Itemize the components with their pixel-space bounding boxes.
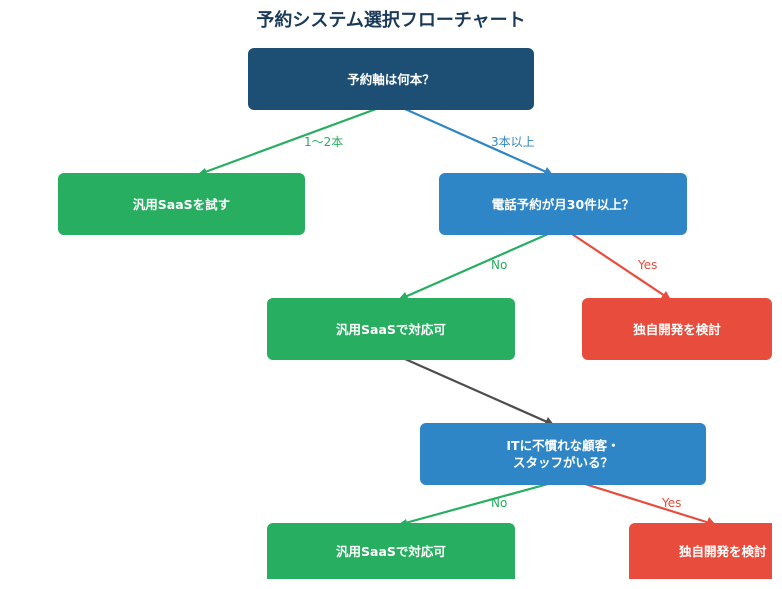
edge-it-yes <box>584 482 717 527</box>
edge-root-to-phone-q <box>404 107 554 177</box>
node-phone-question: 電話予約が月30件以上？ <box>439 173 687 235</box>
node-it-question: ITに不慣れな顧客・ スタッフがいる？ <box>420 423 706 485</box>
edge-label-root-left: 1〜2本 <box>304 135 344 149</box>
edge-label-phone-no: No <box>491 258 508 272</box>
node-saas-ok-2: 汎用SaaSで対応可 <box>267 523 515 579</box>
edge-label-it-no: No <box>491 496 508 510</box>
node-try-saas: 汎用SaaSを試す <box>58 173 305 235</box>
edge-it-no <box>397 482 549 527</box>
edge-label-root-right: 3本以上 <box>491 135 535 149</box>
node-custom-2: 独自開発を検討 <box>629 523 772 579</box>
node-custom-1: 独自開発を検討 <box>582 298 772 360</box>
node-root: 予約軸は何本？ <box>248 48 534 110</box>
edge-phone-no <box>397 232 549 302</box>
edge-label-it-yes: Yes <box>662 496 682 510</box>
chart-title: 予約システム選択フローチャート <box>256 10 526 31</box>
edge-root-to-try-saas <box>196 107 377 177</box>
edge-label-phone-yes: Yes <box>638 258 658 272</box>
edge-phone-yes <box>571 233 672 301</box>
arrow-phone-yes <box>661 291 671 300</box>
edge-saas-to-it-q <box>404 357 555 427</box>
node-saas-ok-1: 汎用SaaSで対応可 <box>267 298 515 360</box>
